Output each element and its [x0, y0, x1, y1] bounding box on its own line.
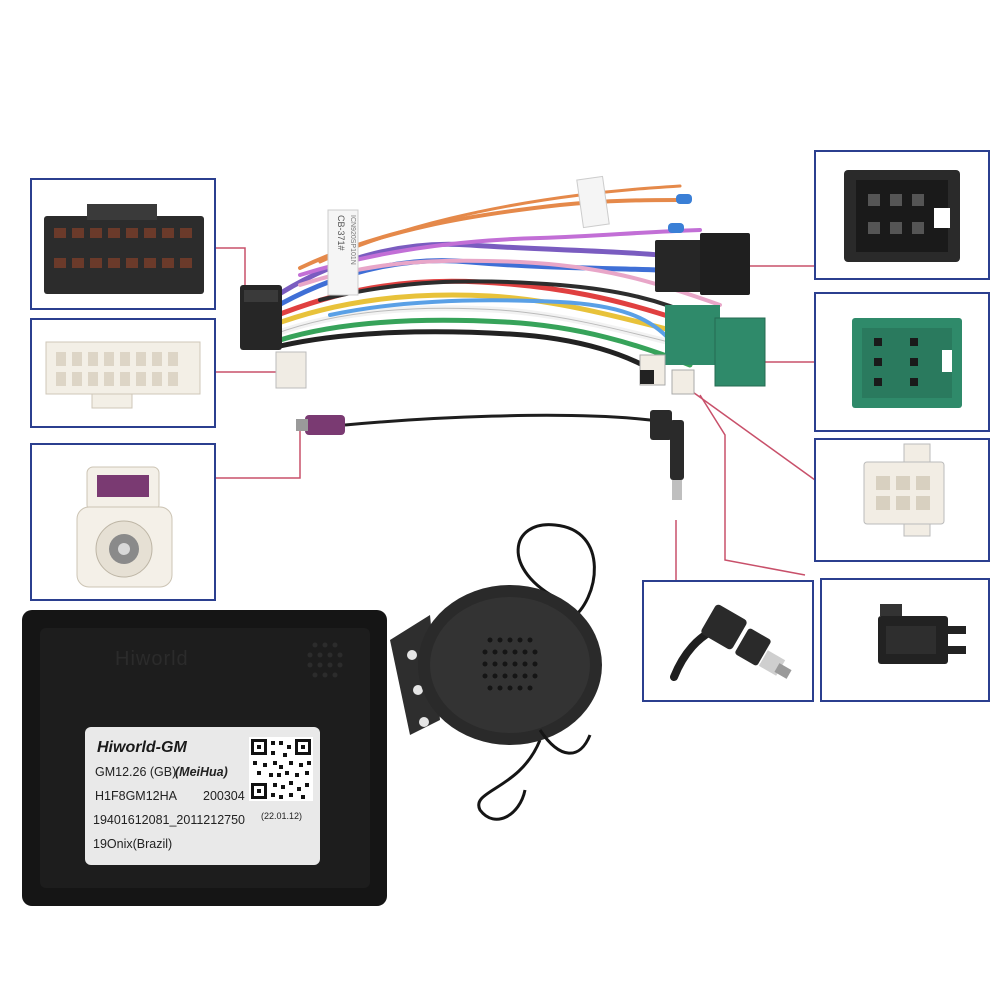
fakra-connector-image	[76, 466, 173, 588]
callout-antenna-plug	[642, 580, 814, 702]
black-connector-left	[240, 285, 282, 350]
harness-tag-text: CB-371#	[336, 215, 346, 251]
module-line1-maker: (MeiHua)	[175, 765, 228, 779]
module-line1: GM12.26 (GB)	[95, 765, 177, 779]
module-line2-num: 200304	[203, 789, 245, 803]
antenna-cable	[296, 410, 684, 500]
2pin-plug-image	[878, 604, 966, 664]
antenna-plug-image	[670, 604, 792, 681]
white-connector-small	[275, 351, 307, 389]
qr-code-image	[249, 737, 313, 801]
pin-cap	[668, 223, 684, 233]
iso-connector-image	[44, 204, 204, 294]
small-tag	[576, 175, 610, 229]
module-brand: Hiworld-GM	[97, 739, 187, 756]
microphone-speaker	[390, 523, 602, 821]
white-connector-3	[671, 369, 695, 395]
module-embossed-logo: Hiworld	[115, 648, 189, 670]
callout-iso-connector	[30, 178, 216, 310]
module-line4: 19Onix(Brazil)	[93, 837, 173, 851]
leader-lines	[215, 247, 816, 580]
green-connector	[665, 305, 766, 387]
module-line2-code: H1F8GM12HA	[95, 789, 177, 803]
black-connector-right	[655, 233, 750, 295]
white-connector-image	[45, 341, 201, 409]
harness-tag	[327, 209, 359, 296]
callout-fakra-connector	[30, 443, 216, 601]
wire-bundle	[267, 184, 722, 378]
pin-cap	[676, 194, 692, 204]
module-line3: 19401612081_2011212750	[93, 813, 246, 827]
module-label: Hiworld-GM GM12.26 (GB) (MeiHua) H1F8GM1…	[85, 727, 320, 865]
callout-black-connector-right	[814, 150, 990, 280]
black-connector-right-image	[844, 170, 960, 262]
callout-white-6pin	[814, 438, 990, 562]
callout-white-connector	[30, 318, 216, 428]
green-connector-image	[852, 318, 962, 408]
black-plug-small	[640, 370, 654, 384]
callout-green-connector	[814, 292, 990, 432]
module-line3-date: (22.01.12)	[261, 811, 303, 821]
harness-tag-code: ICN920SP101N	[349, 215, 356, 265]
white-6pin-image	[863, 443, 945, 537]
callout-2pin-plug	[820, 578, 990, 702]
